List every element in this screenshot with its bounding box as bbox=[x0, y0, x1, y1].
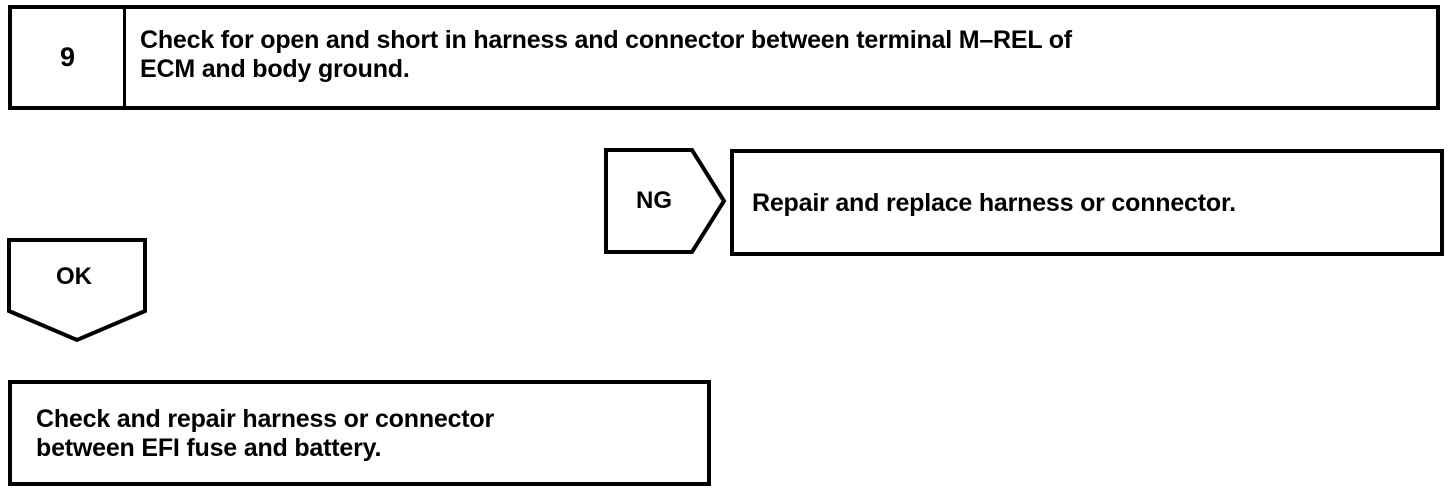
ng-branch-label: NG bbox=[636, 187, 672, 214]
step-header-box: 9 Check for open and short in harness an… bbox=[8, 5, 1440, 110]
ng-result-text: Repair and replace harness or connector. bbox=[752, 189, 1430, 218]
ok-result-line-2: between EFI fuse and battery. bbox=[36, 434, 382, 462]
step-instruction-line-2: ECM and body ground. bbox=[140, 55, 410, 83]
ok-result-box: Check and repair harness or connector be… bbox=[8, 380, 711, 486]
ok-branch-label: OK bbox=[56, 263, 92, 290]
ok-result-line-1: Check and repair harness or connector bbox=[36, 405, 495, 433]
step-number-cell: 9 bbox=[12, 9, 126, 106]
ng-result-box: Repair and replace harness or connector. bbox=[730, 149, 1444, 256]
ok-result-text: Check and repair harness or connector be… bbox=[36, 405, 697, 463]
step-instruction-line-1: Check for open and short in harness and … bbox=[140, 26, 1072, 54]
step-instruction: Check for open and short in harness and … bbox=[140, 26, 1428, 84]
ng-branch-pentagon: NG bbox=[604, 148, 727, 254]
ok-branch-pentagon: OK bbox=[7, 238, 147, 343]
pentagon-right-icon bbox=[604, 148, 727, 254]
step-number: 9 bbox=[59, 42, 76, 72]
pentagon-down-icon bbox=[7, 238, 147, 343]
ng-result-line-1: Repair and replace harness or connector. bbox=[752, 189, 1236, 217]
